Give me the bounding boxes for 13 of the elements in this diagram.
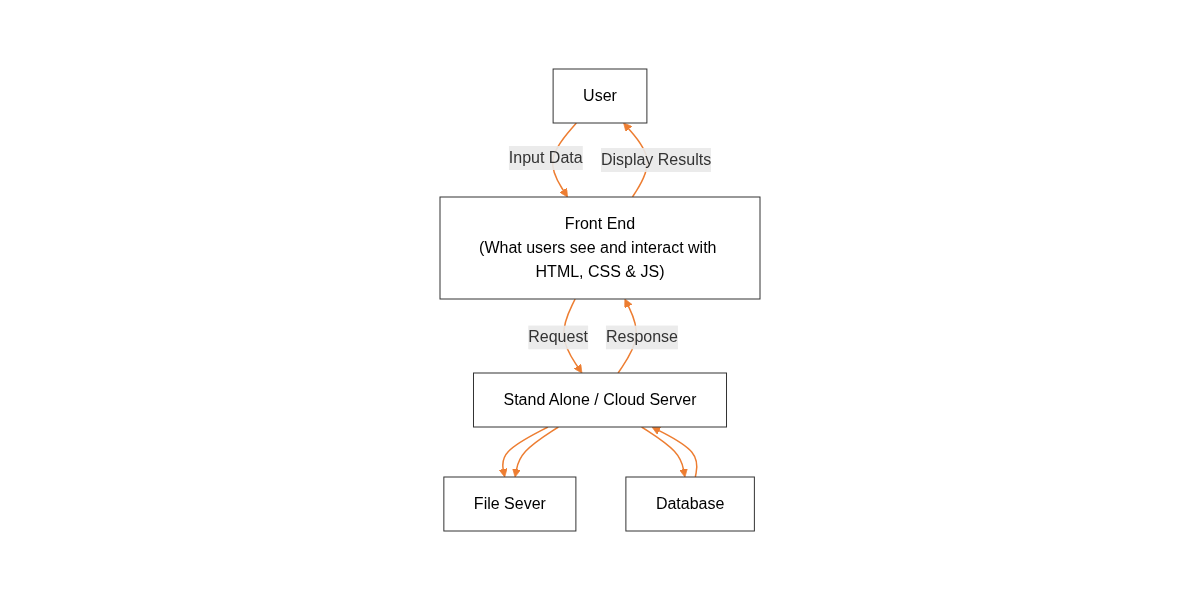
arrow [512,426,560,478]
node-box: User [552,68,648,124]
node-box: File Sever [443,476,577,532]
edge-label: Input Data [508,149,583,166]
edge-label: Request [528,328,588,346]
node-box: Stand Alone / Cloud Server [473,372,727,428]
arrow [640,426,688,478]
node-box: Database [625,476,755,532]
edge-label: Display Results [600,151,712,168]
arrow [498,426,549,478]
edge-label: Response [605,328,678,346]
node-box: Front End (What users see and interact with HTML, CSS & JS) [439,196,761,300]
arrow [651,426,698,478]
